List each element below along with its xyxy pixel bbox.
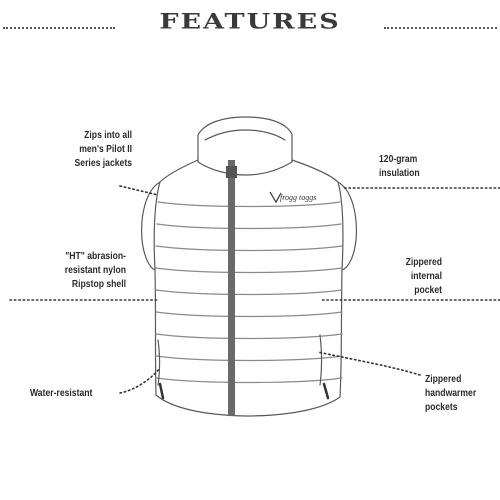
vest-collar (197, 116, 293, 176)
callout-zips-line-1: Zips into all (84, 129, 132, 141)
callout-abrasion: "HT" abrasion- resistant nylon Ripstop s… (41, 249, 126, 291)
callout-abrasion-line-2: resistant nylon (64, 264, 126, 276)
features-header: FEATURES (0, 10, 500, 44)
brand-logo-text: frogg toggs (280, 193, 316, 202)
callout-insulation-line-2: insulation (379, 167, 420, 179)
callout-internal-pocket-line-2: internal (410, 270, 442, 282)
callout-water: Water-resistant (30, 386, 112, 400)
leader-zips (119, 185, 159, 196)
callout-internal-pocket-line-1: Zippered (405, 256, 442, 268)
leader-handwarmer (317, 351, 421, 376)
callout-abrasion-line-3: Ripstop shell (71, 278, 126, 290)
callout-water-line-1: Water-resistant (30, 387, 93, 399)
callout-handwarmer-line-3: pockets (425, 401, 458, 413)
callout-internal-pocket: Zippered internal pocket (385, 255, 442, 297)
callout-insulation-line-1: 120-gram (379, 153, 418, 165)
callout-zips-line-2: men's Pilot II (79, 143, 132, 155)
callout-internal-pocket-line-3: pocket (414, 284, 442, 296)
callout-zips-line-3: Series jackets (74, 157, 132, 169)
callout-insulation: 120-gram insulation (379, 152, 445, 180)
header-dotted-rule-left (3, 27, 115, 29)
vest-body (153, 159, 344, 417)
callout-zips: Zips into all men's Pilot II Series jack… (57, 128, 132, 170)
brand-logo: frogg toggs (269, 191, 316, 204)
callout-handwarmer: Zippered handwarmer pockets (425, 372, 484, 414)
leader-water (119, 367, 161, 394)
callout-handwarmer-line-1: Zippered (425, 373, 462, 385)
callout-handwarmer-line-2: handwarmer (425, 387, 477, 399)
callout-abrasion-line-1: "HT" abrasion- (65, 250, 126, 262)
vest-zipper (228, 160, 235, 416)
features-title: FEATURES (159, 10, 341, 35)
header-dotted-rule-right (384, 27, 497, 29)
